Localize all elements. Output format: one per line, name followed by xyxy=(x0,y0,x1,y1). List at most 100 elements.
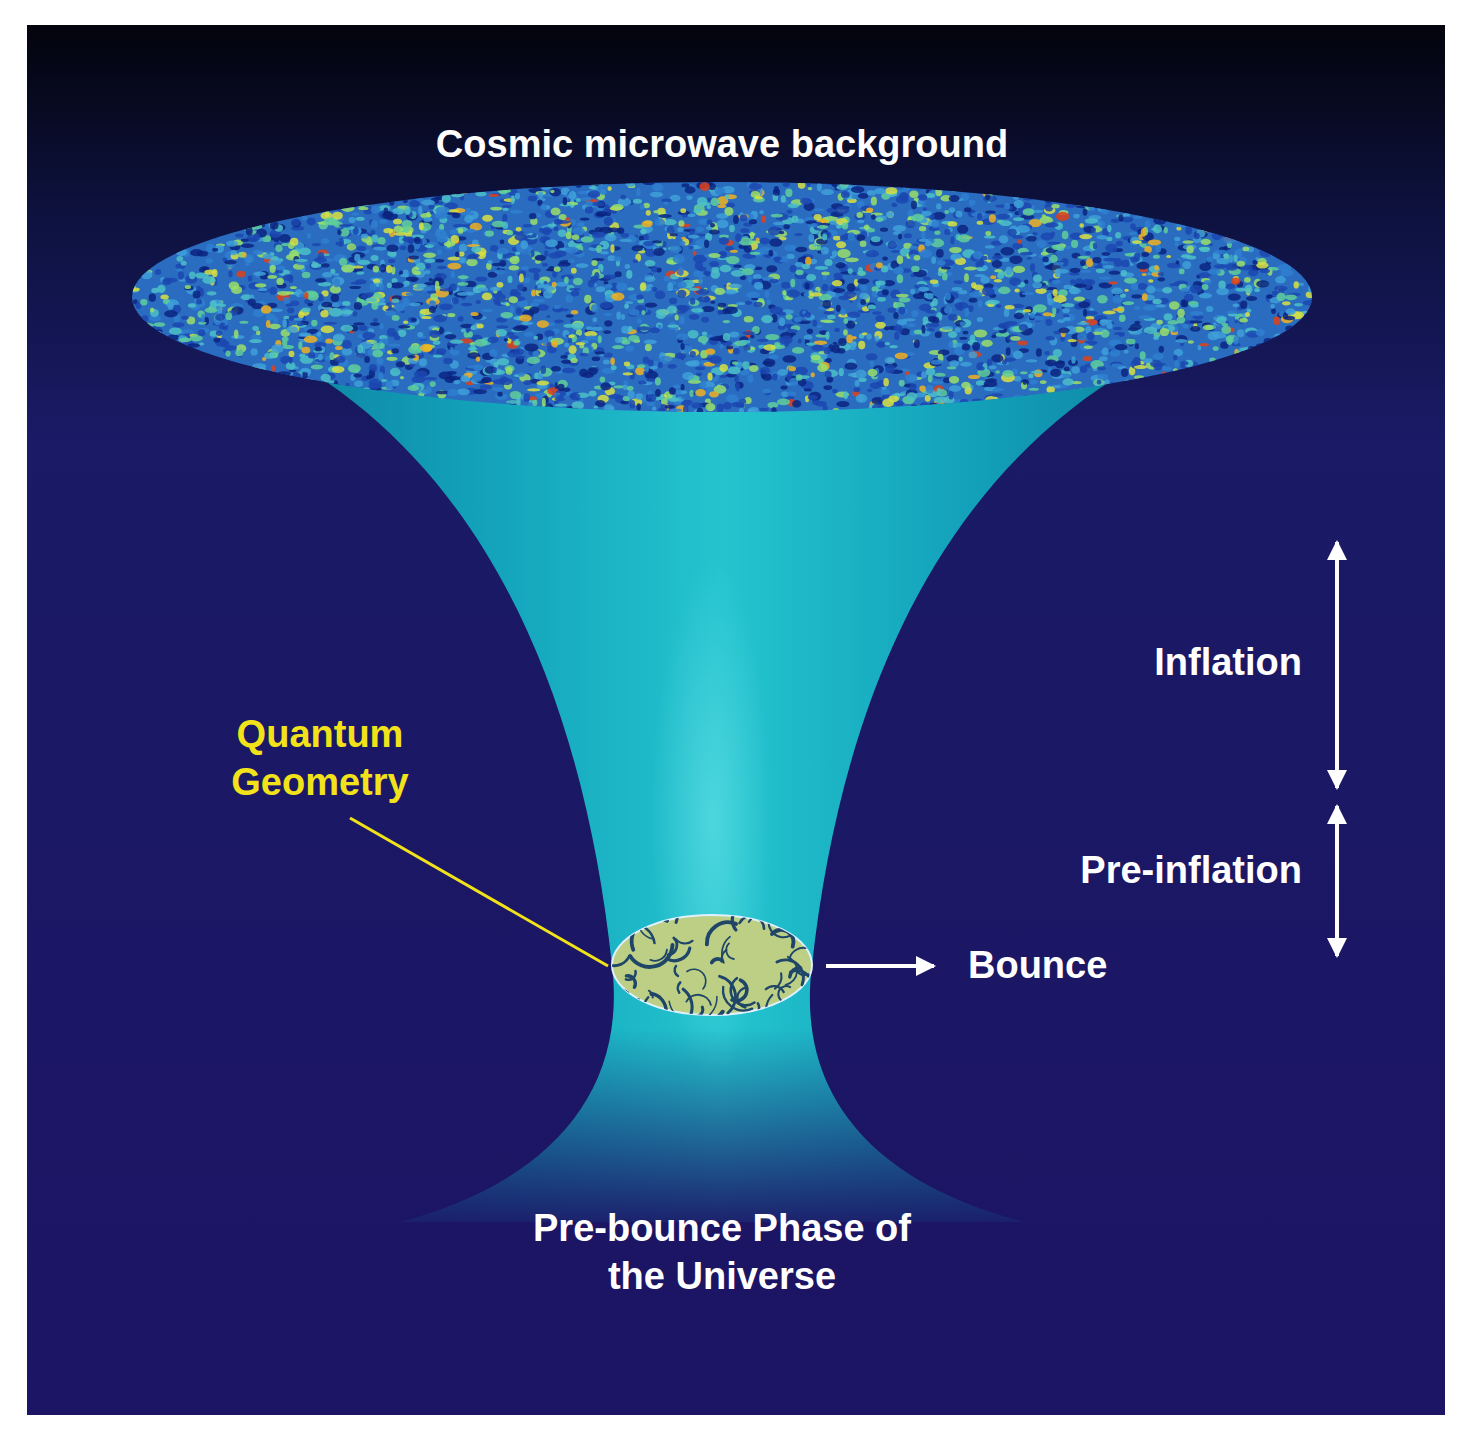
cmb-spot xyxy=(1217,223,1221,228)
cmb-spot xyxy=(1134,190,1139,196)
cmb-spot xyxy=(266,313,276,321)
cmb-spot xyxy=(179,398,188,403)
cmb-spot xyxy=(145,400,158,405)
cmb-spot xyxy=(1180,213,1184,220)
cmb-spot xyxy=(1124,202,1133,210)
cmb-spot xyxy=(663,241,667,247)
cmb-spot xyxy=(867,389,873,392)
cmb-spot xyxy=(245,375,257,383)
cmb-spot xyxy=(748,276,752,283)
cmb-spot xyxy=(269,208,281,214)
cmb-spot xyxy=(702,306,715,312)
cmb-spot xyxy=(234,330,239,339)
cmb-spot xyxy=(146,248,153,251)
cmb-spot xyxy=(459,186,470,194)
cmb-spot xyxy=(242,405,247,412)
cmb-spot xyxy=(140,299,147,306)
cmb-spot xyxy=(289,203,297,211)
cmb-spot xyxy=(680,343,684,350)
cmb-spot xyxy=(240,377,245,385)
cmb-spot xyxy=(628,335,639,342)
cmb-spot xyxy=(1134,375,1144,379)
cmb-spot xyxy=(1073,214,1080,219)
cmb-spot xyxy=(1136,196,1147,204)
cmb-spot xyxy=(717,220,729,229)
cmb-spot xyxy=(402,220,413,228)
cmb-spot xyxy=(1156,244,1161,252)
cmb-spot xyxy=(248,370,252,377)
cmb-spot xyxy=(1255,232,1267,241)
cmb-spot xyxy=(536,213,541,217)
cmb-spot xyxy=(1282,301,1290,305)
cmb-spot xyxy=(1093,185,1103,191)
cmb-spot xyxy=(1066,204,1076,208)
cmb-spot xyxy=(533,351,539,358)
cmb-spot xyxy=(1307,405,1312,410)
cmb-spot xyxy=(1181,386,1192,392)
cmb-spot xyxy=(325,338,333,343)
cmb-spot xyxy=(847,185,852,188)
cmb-spot xyxy=(1258,370,1269,377)
cmb-spot xyxy=(211,204,221,211)
cmb-spot xyxy=(318,294,324,301)
cmb-spot xyxy=(270,407,283,411)
cmb-spot xyxy=(364,356,370,363)
cmb-spot xyxy=(342,185,350,192)
cmb-spot xyxy=(1284,242,1294,247)
cmb-spot xyxy=(207,291,217,295)
cmb-spot xyxy=(280,406,289,411)
cmb-spot xyxy=(352,185,360,190)
cmb-spot xyxy=(1178,214,1185,219)
cmb-spot xyxy=(333,273,339,276)
cmb-spot xyxy=(720,265,732,273)
cmb-spot xyxy=(783,224,790,229)
cmb-spot xyxy=(158,401,169,409)
cmb-spot xyxy=(623,384,627,390)
cmb-spot xyxy=(201,393,208,401)
cmb-spot xyxy=(414,187,419,193)
cmb-spot xyxy=(1212,373,1219,377)
cmb-spot xyxy=(729,225,735,232)
cmb-spot xyxy=(1284,361,1296,366)
cmb-spot xyxy=(1288,181,1300,186)
cmb-spot xyxy=(834,328,839,332)
cmb-spot xyxy=(276,278,283,285)
cmb-spot xyxy=(1256,344,1264,350)
cmb-spot xyxy=(921,231,926,239)
cmb-spot xyxy=(1162,287,1172,293)
cmb-spot xyxy=(434,186,440,195)
cmb-spot xyxy=(1285,326,1294,332)
cmb-spot xyxy=(1306,318,1311,322)
cmb-spot xyxy=(1096,268,1105,273)
cmb-spot xyxy=(1262,207,1272,214)
cmb-spot xyxy=(1247,194,1257,199)
cmb-spot xyxy=(196,201,208,205)
cmb-spot xyxy=(306,384,315,391)
cmb-spot xyxy=(146,206,159,213)
cmb-spot xyxy=(1216,258,1229,264)
cmb-spot xyxy=(1230,373,1237,379)
cmb-spot xyxy=(1295,386,1307,390)
cmb-spot xyxy=(1265,185,1272,193)
cmb-spot xyxy=(1237,329,1245,337)
cmb-spot xyxy=(1226,182,1238,190)
cmb-spot xyxy=(529,268,541,273)
cmb-spot xyxy=(1020,371,1027,374)
cmb-spot xyxy=(628,309,639,315)
cmb-spot xyxy=(1275,363,1284,367)
cmb-spot xyxy=(312,404,317,413)
cmb-spot xyxy=(1104,379,1110,385)
cmb-spot xyxy=(196,379,205,386)
cmb-spot xyxy=(1291,383,1304,388)
cmb-spot xyxy=(515,234,527,241)
cmb-spot xyxy=(419,358,427,366)
cmb-spot xyxy=(1185,197,1190,206)
cmb-spot xyxy=(148,199,157,208)
cmb-spot xyxy=(625,264,631,269)
cmb-spot xyxy=(447,257,461,261)
cmb-spot xyxy=(1151,402,1160,406)
cmb-spot xyxy=(1226,196,1238,204)
cmb-spot xyxy=(1110,349,1121,357)
cmb-spot xyxy=(179,236,190,240)
cmb-spot xyxy=(165,209,176,213)
